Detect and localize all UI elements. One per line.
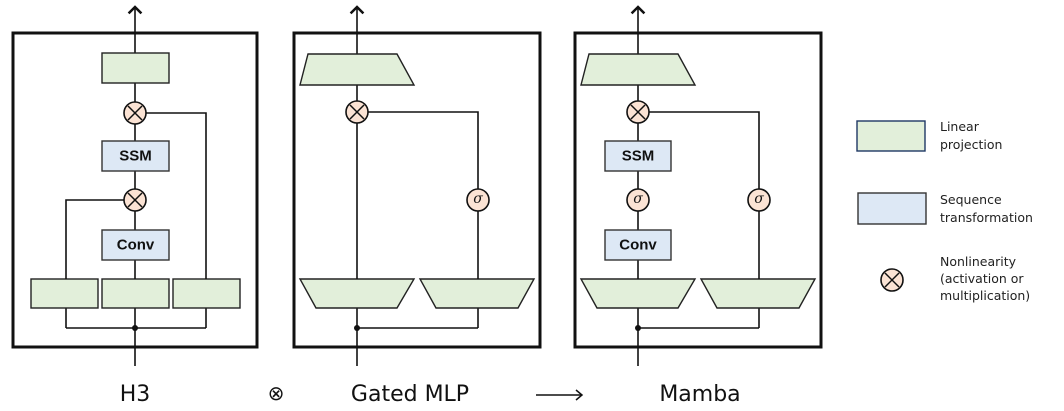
mamba-conv-block [604,229,672,261]
legend-nonlinearity-line3: multiplication) [940,288,1030,303]
gmlp-multiply [345,100,369,124]
mamba-sigma-main: σ [626,188,650,212]
gmlp-linear-left [298,278,416,309]
gated-mlp-panel: σ Gated MLP [292,5,542,407]
legend-nonlinearity-line1: Nonlinearity [940,254,1017,269]
mamba-junction-dot [635,325,641,331]
mamba-sigma-gate: σ [747,188,771,212]
h3-multiply-upper [123,101,147,125]
gmlp-sigma: σ [466,188,490,212]
h3-right-branch [146,112,207,279]
sigma-icon: σ [633,191,643,207]
gmlp-junction-dot [354,325,360,331]
h3-ssm-block [101,140,170,172]
legend-item-nonlinearity: Nonlinearity (activation or multiplicati… [880,254,1030,303]
gmlp-gate-branch [368,111,479,189]
h3-linear-left [30,278,99,309]
gmlp-linear-right [418,278,536,309]
legend-sequence-line2: transformation [940,210,1033,225]
mamba-title: Mamba [659,382,740,407]
linear-swatch [856,120,926,152]
h3-linear-right [172,278,241,309]
mamba-multiply [626,100,650,124]
h3-conv-label: Conv [117,237,155,254]
mamba-panel: Conv σ SSM σ Mamba [573,5,823,407]
mamba-gate-branch [649,111,760,189]
h3-ssm-label: SSM [119,148,152,165]
mamba-linear-right [699,278,817,309]
h3-left-branch [65,199,124,279]
mamba-frame [573,31,823,349]
gated-mlp-frame [292,31,542,349]
legend-item-sequence: Sequence transformation [857,192,1033,225]
legend-linear-line1: Linear [940,119,980,134]
sigma-icon: σ [473,191,483,207]
legend-linear-line2: projection [940,137,1002,152]
h3-multiply-lower [123,188,147,212]
mamba-linear-left [579,278,697,309]
h3-junction-dot [132,325,138,331]
gated-mlp-title: Gated MLP [351,382,469,407]
yields-arrow-icon [575,389,584,401]
gmlp-linear-output [299,53,416,86]
legend-nonlinearity-line2: (activation or [940,271,1024,286]
combine-operator: ⊗ [268,381,285,405]
legend-item-linear: Linear projection [856,119,1002,152]
sequence-swatch [857,192,927,225]
h3-title: H3 [120,382,151,407]
h3-panel: Conv SSM H3 [11,5,259,407]
mamba-conv-label: Conv [619,237,657,254]
h3-linear-middle [101,278,170,309]
h3-conv-block [101,229,170,261]
h3-linear-output [101,52,170,84]
mamba-ssm-label: SSM [622,148,655,165]
legend: Linear projection Sequence transformatio… [856,119,1033,303]
sigma-icon: σ [754,191,764,207]
mamba-linear-output [580,53,697,86]
legend-sequence-line1: Sequence [940,192,1002,207]
mamba-ssm-block [604,140,672,172]
